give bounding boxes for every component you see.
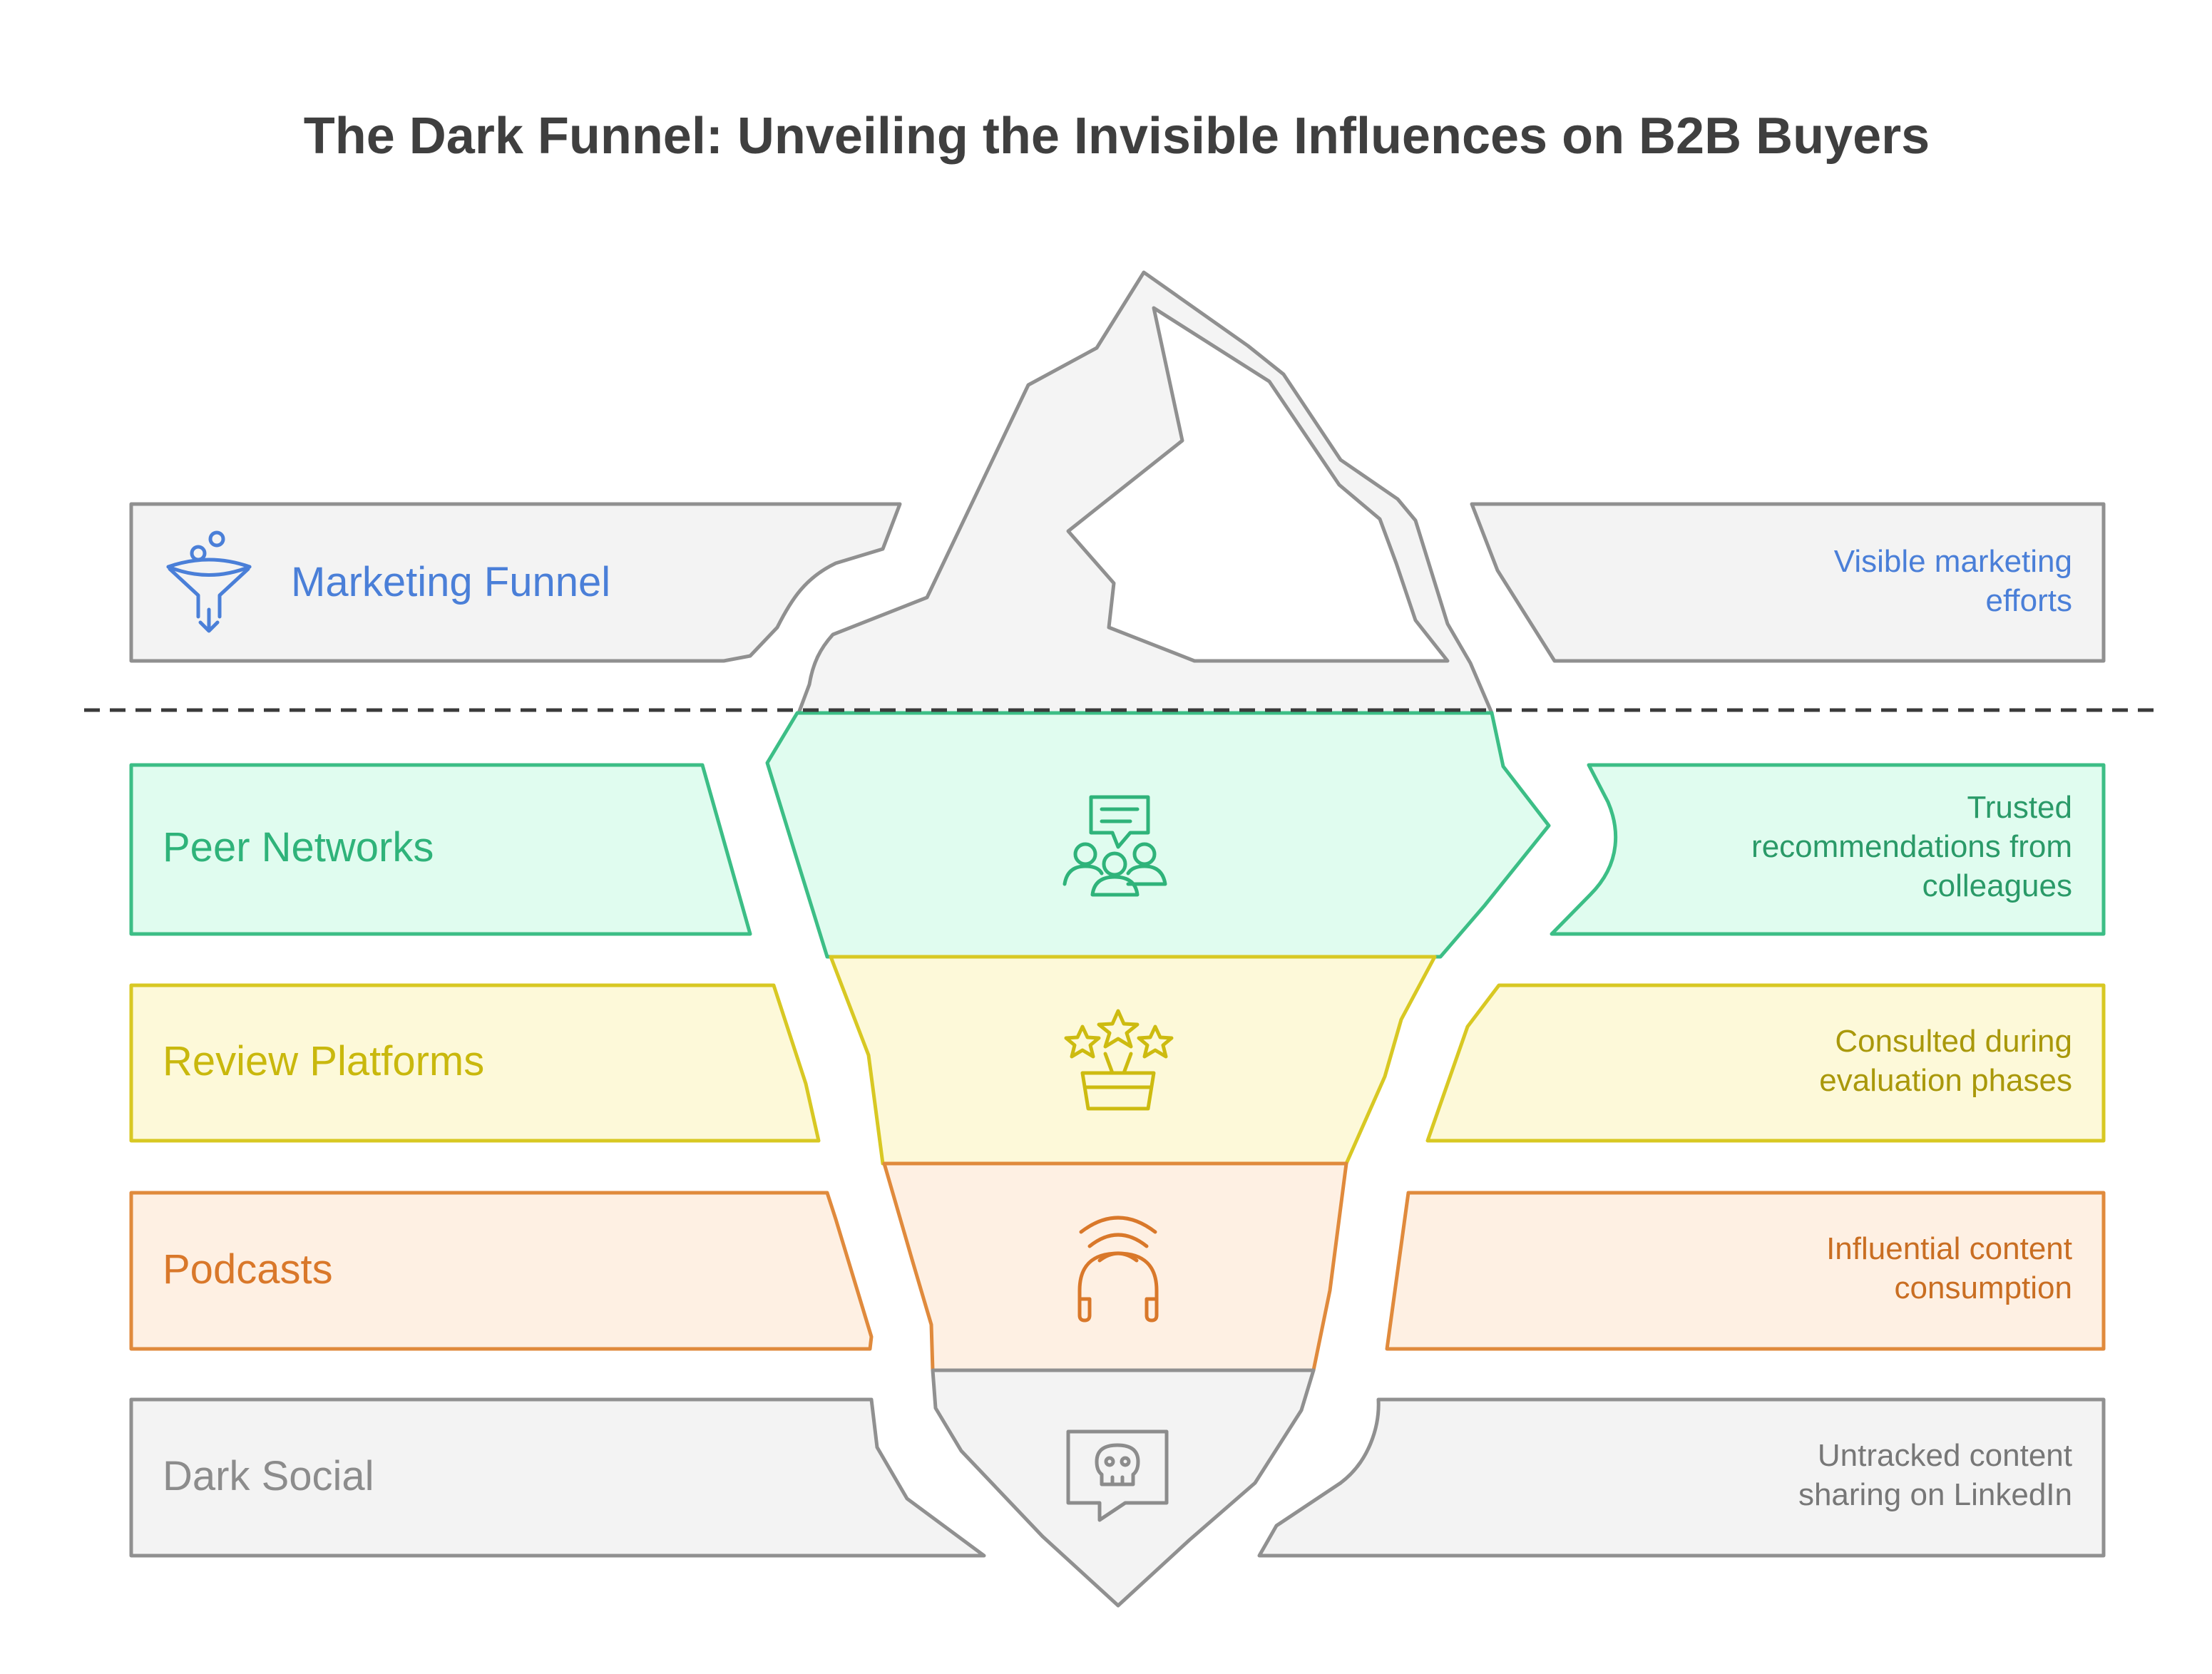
svg-text:consumption: consumption bbox=[1895, 1270, 2072, 1305]
description-podcast: Influential content consumption bbox=[1826, 1231, 2072, 1305]
iceberg-snow bbox=[1066, 306, 1450, 663]
panel-right-review bbox=[1425, 983, 2106, 1143]
star-basket-icon bbox=[1064, 1009, 1174, 1111]
panel-left-marketing bbox=[129, 502, 902, 663]
svg-text:colleagues: colleagues bbox=[1922, 868, 2072, 903]
svg-text:sharing on LinkedIn: sharing on LinkedIn bbox=[1798, 1477, 2072, 1512]
label-podcasts: Podcasts bbox=[163, 1246, 333, 1293]
svg-text:Trusted: Trusted bbox=[1967, 790, 2072, 825]
svg-text:evaluation phases: evaluation phases bbox=[1819, 1063, 2072, 1098]
panel-left-peer bbox=[129, 763, 752, 936]
skull-chat-icon bbox=[1066, 1429, 1169, 1522]
iceberg-band-review bbox=[829, 955, 1437, 1166]
svg-text:Influential content: Influential content bbox=[1826, 1231, 2072, 1266]
description-review: Consulted during evaluation phases bbox=[1819, 1024, 2072, 1098]
panel-right-dark bbox=[1257, 1397, 2106, 1558]
iceberg-band-podcast bbox=[882, 1161, 1348, 1372]
people-chat-icon bbox=[1063, 795, 1167, 897]
description-peer: Trusted recommendations from colleagues bbox=[1751, 790, 2072, 903]
headphones-icon bbox=[1077, 1216, 1159, 1323]
svg-text:efforts: efforts bbox=[1986, 583, 2072, 618]
page-title: The Dark Funnel: Unveiling the Invisible… bbox=[304, 108, 1930, 165]
panel-left-dark bbox=[129, 1397, 986, 1558]
description-dark: Untracked content sharing on LinkedIn bbox=[1798, 1438, 2072, 1512]
label-dark-social: Dark Social bbox=[163, 1453, 374, 1499]
panel-left-review bbox=[129, 983, 821, 1143]
svg-text:Visible marketing: Visible marketing bbox=[1834, 544, 2072, 579]
panel-right-peer bbox=[1550, 763, 2106, 936]
label-marketing-funnel: Marketing Funnel bbox=[291, 559, 610, 605]
panel-right-marketing bbox=[1470, 502, 2106, 663]
svg-text:Consulted during: Consulted during bbox=[1835, 1024, 2072, 1059]
iceberg-band-peer bbox=[765, 711, 1551, 959]
iceberg-band-dark bbox=[931, 1368, 1316, 1608]
label-review-platforms: Review Platforms bbox=[163, 1038, 484, 1084]
panel-right-podcast bbox=[1385, 1191, 2106, 1351]
svg-text:recommendations from: recommendations from bbox=[1751, 829, 2072, 864]
label-peer-networks: Peer Networks bbox=[163, 824, 434, 871]
panel-left-podcast bbox=[129, 1191, 874, 1351]
funnel-icon bbox=[166, 530, 252, 633]
description-marketing: Visible marketing efforts bbox=[1834, 544, 2072, 618]
svg-text:Untracked content: Untracked content bbox=[1818, 1438, 2072, 1473]
